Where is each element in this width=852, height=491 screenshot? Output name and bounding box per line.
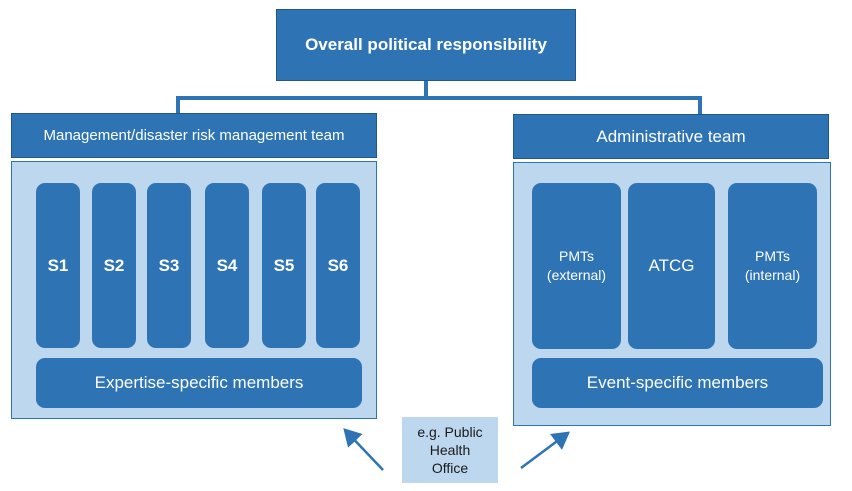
public-health-office-note: e.g. Public Health Office bbox=[402, 417, 498, 483]
pmt-external-label: PMTs (external) bbox=[546, 248, 607, 283]
unit-s3: S3 bbox=[147, 183, 191, 348]
management-team-header: Management/disaster risk management team bbox=[11, 113, 377, 158]
public-health-office-label: e.g. Public Health Office bbox=[417, 424, 483, 476]
management-team-title: Management/disaster risk management team bbox=[43, 127, 345, 144]
unit-s6: S6 bbox=[316, 183, 360, 348]
overall-responsibility-box: Overall political responsibility bbox=[276, 9, 576, 81]
unit-s1-label: S1 bbox=[47, 255, 69, 275]
atcg-label: ATCG bbox=[648, 256, 695, 275]
administrative-team-header: Administrative team bbox=[513, 114, 829, 159]
connector-horizontal bbox=[176, 96, 702, 100]
pmt-external-box: PMTs (external) bbox=[532, 183, 621, 349]
event-members-box: Event-specific members bbox=[532, 358, 823, 408]
event-members-label: Event-specific members bbox=[586, 373, 769, 392]
unit-s4-label: S4 bbox=[216, 255, 238, 275]
expertise-members-label: Expertise-specific members bbox=[94, 373, 304, 392]
overall-responsibility-label: Overall political responsibility bbox=[305, 35, 547, 54]
unit-s4: S4 bbox=[205, 183, 249, 348]
connector-right-drop bbox=[698, 96, 702, 114]
arrow-to-management-team bbox=[343, 428, 384, 471]
unit-s2: S2 bbox=[92, 183, 136, 348]
unit-s6-label: S6 bbox=[327, 255, 349, 275]
pmt-internal-box: PMTs (internal) bbox=[728, 183, 817, 349]
connector-top-stem bbox=[424, 80, 428, 98]
pmt-internal-label: PMTs (internal) bbox=[744, 248, 801, 283]
unit-s5-label: S5 bbox=[273, 255, 295, 275]
arrow-to-administrative-team bbox=[520, 431, 571, 470]
expertise-members-box: Expertise-specific members bbox=[36, 358, 362, 408]
administrative-team-title: Administrative team bbox=[596, 126, 746, 146]
connector-left-drop bbox=[176, 96, 180, 114]
unit-s5: S5 bbox=[262, 183, 306, 348]
unit-s1: S1 bbox=[36, 183, 80, 348]
unit-s2-label: S2 bbox=[103, 255, 125, 275]
unit-s3-label: S3 bbox=[158, 255, 180, 275]
atcg-box: ATCG bbox=[628, 183, 715, 349]
